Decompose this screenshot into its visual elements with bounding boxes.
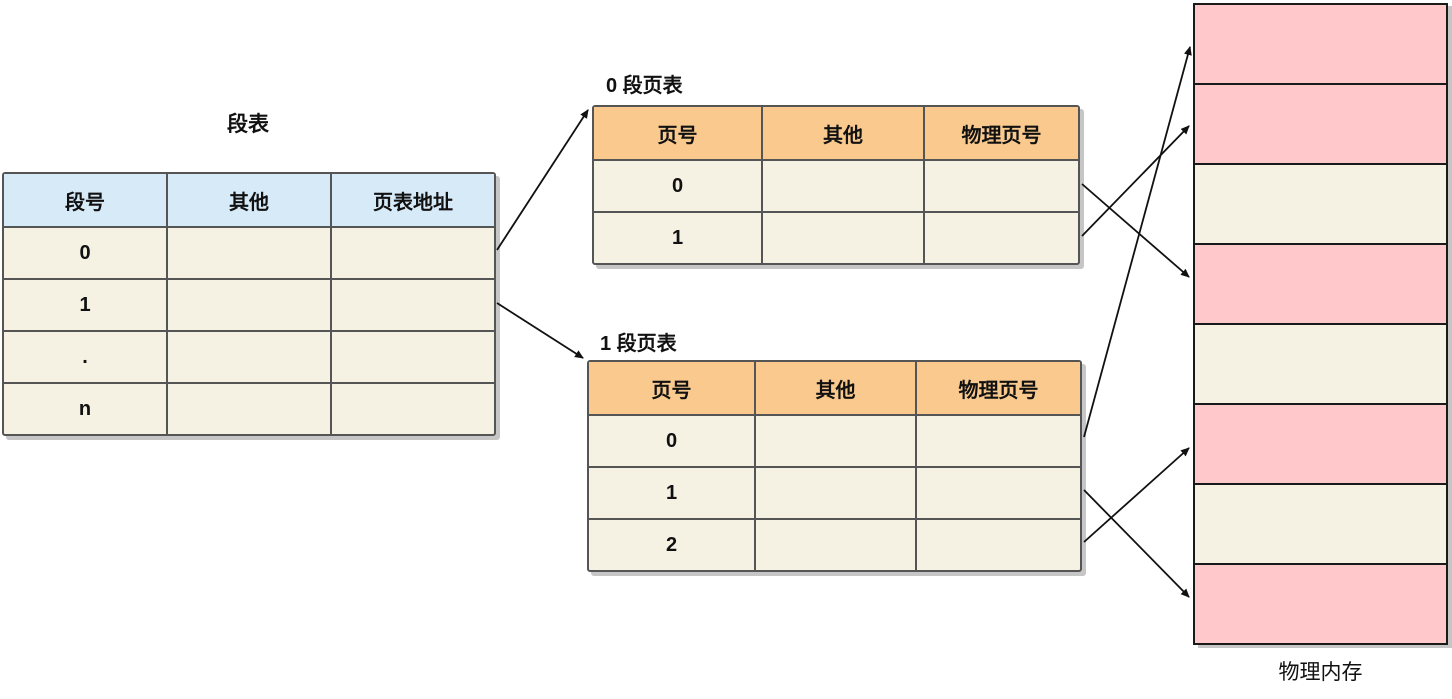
header-cell: 其他 xyxy=(166,174,330,226)
data-cell xyxy=(754,468,915,518)
header-cell: 页表地址 xyxy=(330,174,494,226)
data-cell xyxy=(754,520,915,570)
physical-memory-column xyxy=(1193,3,1448,645)
table-row: 2 xyxy=(589,518,1080,570)
data-cell: 1 xyxy=(671,226,684,249)
table-row: . xyxy=(4,330,494,382)
table-row: 1 xyxy=(4,278,494,330)
page-table-1-title: 1 段页表 xyxy=(600,333,677,355)
data-cell xyxy=(166,228,330,278)
header-cell: 页号 xyxy=(651,379,692,402)
header-cell: 其他 xyxy=(754,362,915,414)
data-cell: 2 xyxy=(665,533,678,556)
segment-table: 段号 其他页表地址 0 1. n xyxy=(2,172,496,436)
arrow-page-table-1-row-0-to-memory-frame-0 xyxy=(1083,46,1192,438)
table-row: n xyxy=(4,382,494,434)
data-cell xyxy=(166,384,330,434)
table-row: 0 xyxy=(594,159,1078,211)
data-cell xyxy=(915,468,1080,518)
arrow-page-table-1-row-1-to-memory-frame-7 xyxy=(1083,489,1190,598)
memory-frame-0 xyxy=(1195,5,1446,83)
data-cell xyxy=(166,280,330,330)
table-row: 0 xyxy=(4,226,494,278)
table-row: 1 xyxy=(594,211,1078,263)
page-table-0: 页号 其他物理页号 0 1 xyxy=(592,105,1080,265)
page-table-0-title: 0 段页表 xyxy=(606,75,683,97)
physical-memory-label: 物理内存 xyxy=(1278,661,1363,684)
data-cell xyxy=(915,416,1080,466)
memory-frame-4 xyxy=(1195,323,1446,403)
memory-frame-5 xyxy=(1195,403,1446,483)
arrow-page-table-1-row-2-to-memory-frame-5 xyxy=(1083,447,1190,543)
data-cell: 0 xyxy=(665,429,678,452)
header-cell: 物理页号 xyxy=(923,107,1078,159)
arrow-page-table-0-row-0-to-memory-frame-3 xyxy=(1081,183,1190,278)
header-row: 页号 其他物理页号 xyxy=(594,107,1078,159)
data-cell xyxy=(923,213,1078,263)
data-cell: 0 xyxy=(671,174,684,197)
data-cell xyxy=(330,280,494,330)
header-cell: 页号 xyxy=(657,124,698,147)
data-cell: 1 xyxy=(79,293,91,316)
data-cell: 0 xyxy=(79,241,91,264)
data-cell xyxy=(915,520,1080,570)
data-cell xyxy=(923,161,1078,211)
data-cell xyxy=(761,161,923,211)
segment-table-title: 段表 xyxy=(227,113,269,136)
memory-frame-2 xyxy=(1195,163,1446,243)
header-cell: 物理页号 xyxy=(915,362,1080,414)
data-cell: 1 xyxy=(665,481,678,504)
data-cell xyxy=(330,384,494,434)
data-cell xyxy=(330,228,494,278)
data-cell xyxy=(754,416,915,466)
data-cell xyxy=(330,332,494,382)
data-cell: n xyxy=(78,397,92,420)
arrow-segment-row-0-to-page-table-0 xyxy=(496,109,589,251)
memory-frame-3 xyxy=(1195,243,1446,323)
memory-frame-1 xyxy=(1195,83,1446,163)
header-cell: 其他 xyxy=(761,107,923,159)
data-cell xyxy=(761,213,923,263)
memory-frame-6 xyxy=(1195,483,1446,563)
data-cell xyxy=(166,332,330,382)
page-table-1: 页号 其他物理页号 0 1 2 xyxy=(587,360,1082,572)
data-cell: . xyxy=(82,345,88,368)
table-row: 0 xyxy=(589,414,1080,466)
header-cell: 段号 xyxy=(65,191,105,214)
header-row: 段号 其他页表地址 xyxy=(4,174,494,226)
arrow-segment-row-1-to-page-table-1 xyxy=(496,302,584,359)
header-row: 页号 其他物理页号 xyxy=(589,362,1080,414)
arrow-page-table-0-row-1-to-memory-frame-1 xyxy=(1081,125,1190,237)
memory-frame-7 xyxy=(1195,563,1446,643)
table-row: 1 xyxy=(589,466,1080,518)
